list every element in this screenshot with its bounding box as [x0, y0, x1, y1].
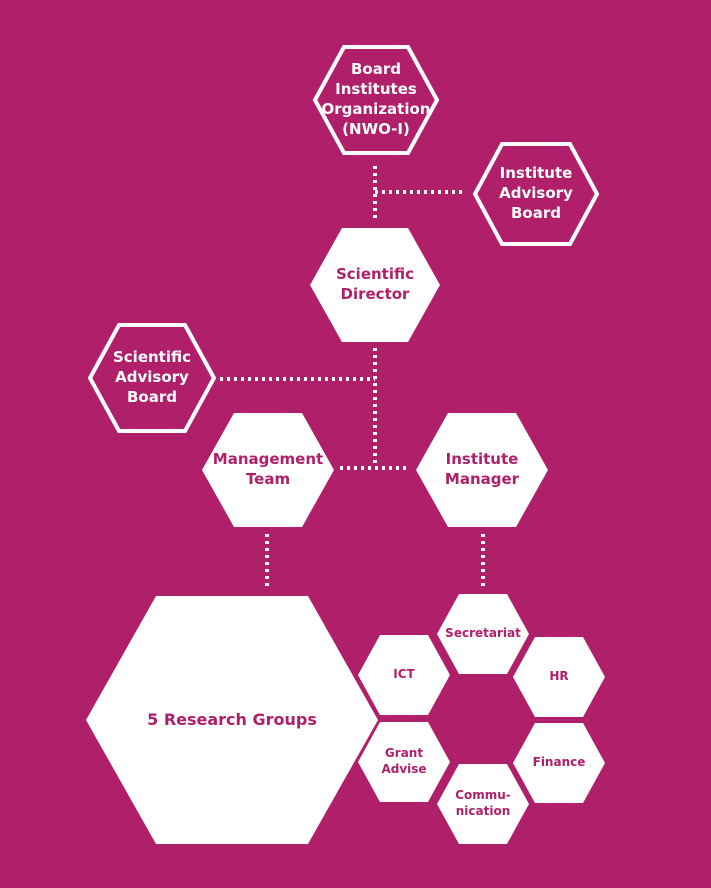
hex-institute-advisory-board: Institute Advisory Board	[472, 141, 600, 247]
hexagon-shape	[310, 228, 440, 342]
research-groups-label: 5 Research Groups	[147, 710, 317, 730]
grant-advise-label: Grant Advise	[381, 746, 427, 776]
hexagon-shape	[312, 45, 440, 155]
hexagon-shape	[437, 594, 529, 674]
hr-label: HR	[549, 669, 569, 684]
finance-label: Finance	[532, 755, 586, 770]
scientific-director-label: Scientific Director	[335, 265, 414, 303]
hexagon-shape	[416, 413, 548, 527]
ict-label: ICT	[393, 667, 415, 682]
hex-communication: Commu- nication	[437, 764, 529, 844]
secretariat-label: Secretariat	[445, 626, 521, 641]
hexagon-shape	[202, 413, 334, 527]
communication-label: Commu- nication	[455, 788, 511, 818]
hex-institute-manager: Institute Manager	[416, 413, 548, 527]
hex-grant-advise: Grant Advise	[358, 722, 450, 802]
hex-scientific-advisory-board: Scientific Advisory Board	[87, 322, 217, 434]
hexagon-shape	[437, 764, 529, 844]
hex-ict: ICT	[358, 635, 450, 715]
hexagon-shape	[358, 635, 450, 715]
hexagon-shape	[513, 637, 605, 717]
hexagon-shape	[513, 723, 605, 803]
hex-scientific-director: Scientific Director	[310, 228, 440, 342]
hex-management-team: Management Team	[202, 413, 334, 527]
institute-advisory-board-label: Institute Advisory Board	[499, 164, 573, 222]
board-institutes-label: Board Institutes Organization (NWO-I)	[321, 60, 431, 138]
hex-finance: Finance	[513, 723, 605, 803]
institute-manager-label: Institute Manager	[444, 450, 520, 488]
hex-research-groups: 5 Research Groups	[86, 596, 378, 844]
hexagon-shape	[87, 323, 217, 433]
hex-board-institutes: Board Institutes Organization (NWO-I)	[312, 44, 440, 156]
hexagon-shape	[86, 596, 378, 844]
hex-hr: HR	[513, 637, 605, 717]
management-team-label: Management Team	[212, 450, 324, 488]
hexagon-shape	[358, 722, 450, 802]
scientific-advisory-board-label: Scientific Advisory Board	[112, 348, 191, 406]
hexagon-shape	[472, 142, 600, 246]
hex-secretariat: Secretariat	[437, 594, 529, 674]
